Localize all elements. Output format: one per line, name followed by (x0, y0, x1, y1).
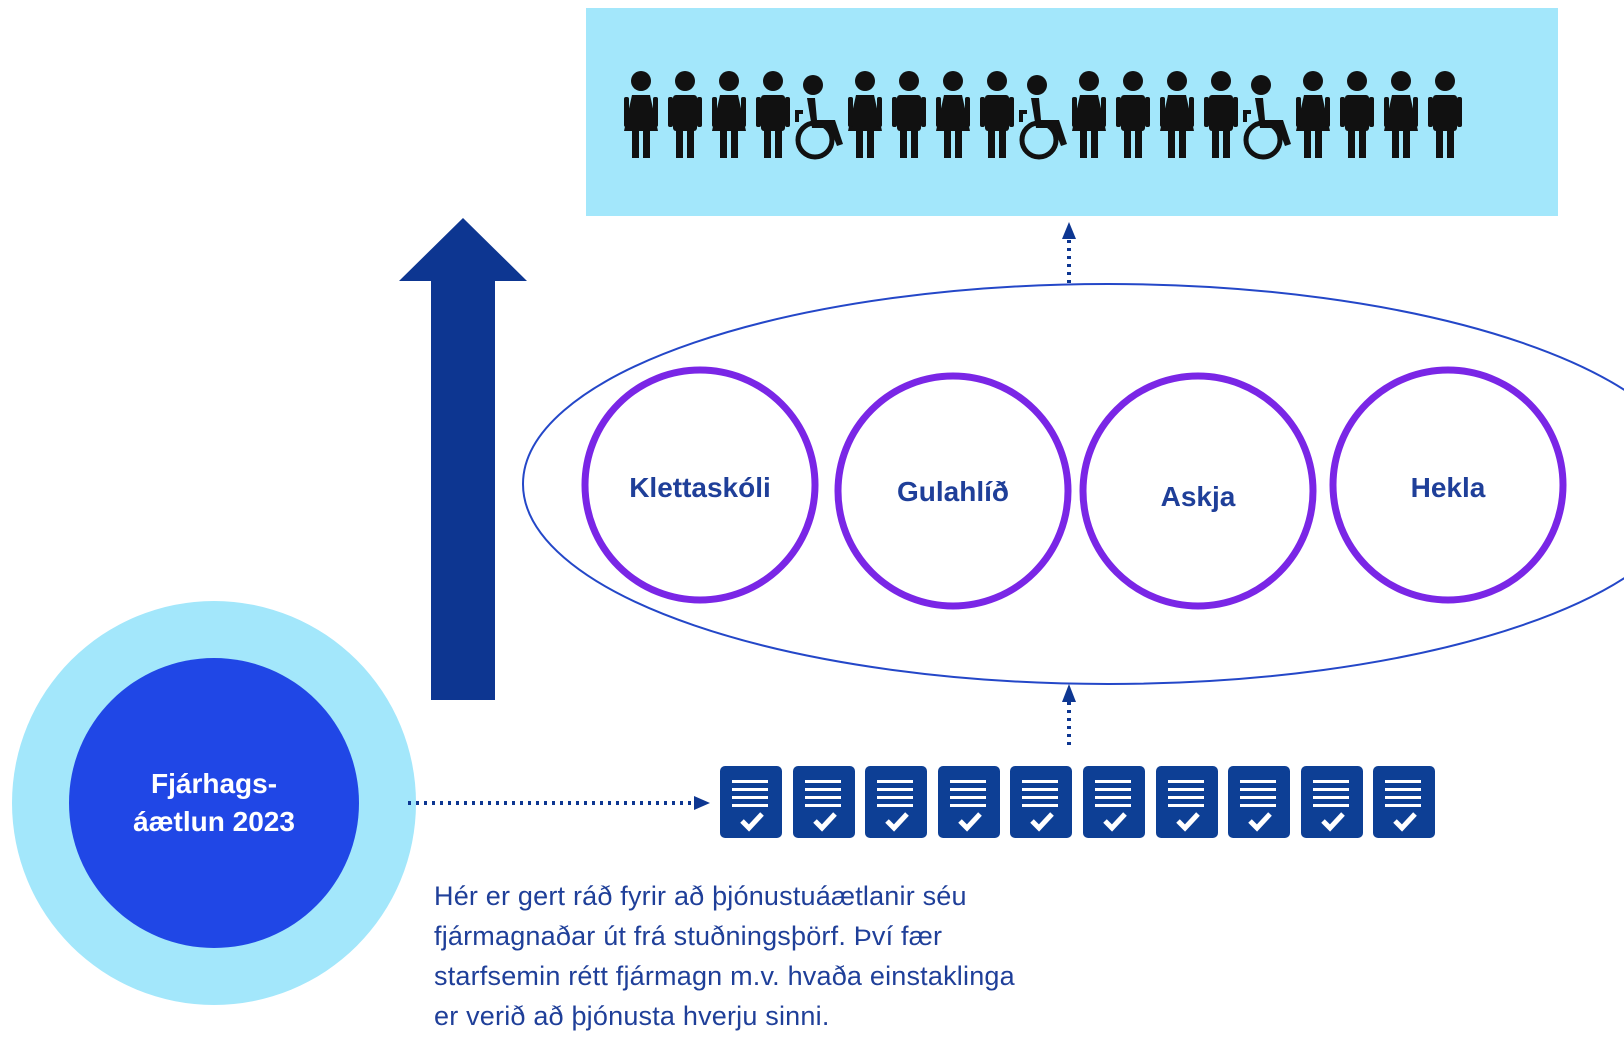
wheelchair-user-icon (1019, 75, 1067, 160)
budget-label: Fjárhags- áætlun 2023 (64, 765, 364, 841)
people-row (624, 71, 1462, 160)
person-icon (756, 71, 790, 158)
school-circle-klettaskoli (581, 366, 819, 604)
checklist-document-icon (1228, 766, 1291, 838)
description-line-3: starfsemin rétt fjármagn m.v. hvaða eins… (434, 961, 1015, 991)
checklist-document-icon (1300, 766, 1363, 838)
person-icon (1296, 71, 1330, 158)
person-icon (1160, 71, 1194, 158)
person-icon (1204, 71, 1238, 158)
person-icon (624, 71, 658, 158)
person-icon (1384, 71, 1418, 158)
dotted-connector-top-head (1062, 222, 1076, 239)
school-circle-gulahlid (834, 372, 1072, 610)
person-icon (668, 71, 702, 158)
person-icon (848, 71, 882, 158)
description-line-1: Hér er gert ráð fyrir að þjónustuáætlani… (434, 881, 967, 911)
growth-arrow (399, 218, 527, 700)
school-circle-askja (1079, 372, 1317, 610)
person-icon (712, 71, 746, 158)
school-circle-hekla (1329, 366, 1567, 604)
checklist-document-icon (720, 766, 782, 838)
dotted-connector-horizontal-head (694, 796, 710, 810)
checklist-document-icon (1010, 766, 1073, 838)
person-icon (1072, 71, 1106, 158)
checklist-document-icon (792, 766, 855, 838)
dotted-connector-bottom-head (1062, 684, 1076, 702)
description-text: Hér er gert ráð fyrir að þjónustuáætlani… (434, 876, 1154, 1036)
checklist-document-icon (1083, 766, 1145, 838)
school-label-gulahlid: Gulahlíð (897, 476, 1009, 507)
person-icon (936, 71, 970, 158)
person-icon (980, 71, 1014, 158)
school-label-hekla: Hekla (1410, 472, 1486, 503)
school-label-askja: Askja (1160, 481, 1236, 512)
checklist-document-icon (1155, 766, 1218, 838)
school-label-klettaskoli: Klettaskóli (629, 472, 771, 503)
person-icon (1340, 71, 1374, 158)
description-line-2: fjármagnaðar út frá stuðningsþörf. Því f… (434, 921, 943, 951)
budget-label-line2: áætlun 2023 (133, 806, 295, 837)
checklist-document-icon (937, 766, 1000, 838)
person-icon (1116, 71, 1150, 158)
person-icon (1428, 71, 1462, 158)
wheelchair-user-icon (795, 75, 843, 160)
budget-label-line1: Fjárhags- (150, 768, 278, 799)
checklist-document-icon (1373, 766, 1436, 838)
people-banner (586, 8, 1558, 216)
wheelchair-user-icon (1243, 75, 1291, 160)
budget-inner-circle (69, 658, 359, 948)
description-line-4: er verið að þjónusta hverju sinni. (434, 1001, 830, 1031)
schools-ellipse (522, 283, 1624, 685)
checklist-document-icon (865, 766, 928, 838)
person-icon (892, 71, 926, 158)
